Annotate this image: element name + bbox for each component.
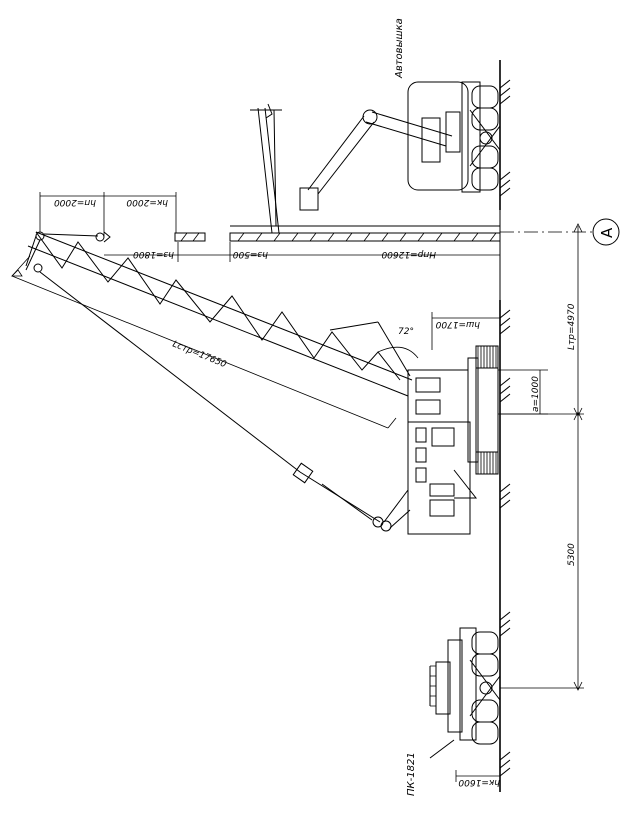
truck-label: Автовышка <box>394 18 405 79</box>
angle-label: 72° <box>398 327 414 337</box>
hk-top-label: hк=2000 <box>126 197 168 207</box>
axis-label: А <box>598 227 616 238</box>
hz-1800-label: hз=1800 <box>133 249 174 259</box>
lattice-boom <box>25 231 413 397</box>
axis-line <box>500 218 620 246</box>
clearance-dimensions <box>104 242 500 262</box>
aerial-platform-truck <box>299 81 501 211</box>
bottom-truck-label: ПК-1821 <box>406 752 417 796</box>
bottom-truck <box>429 627 501 759</box>
l-tr-label: Lтр=4970 <box>567 303 577 350</box>
bottom-hk-dimension <box>455 770 500 782</box>
a-dimension-label: a=1000 <box>531 376 541 412</box>
building-slab <box>174 225 501 242</box>
hz-500-label: hз=500 <box>233 249 268 259</box>
h-pr-label: Hпр=12600 <box>381 249 436 259</box>
hk-bottom-label: hк=1600 <box>458 777 500 787</box>
crawler-tracks <box>467 345 499 475</box>
span-dimensions <box>500 223 584 691</box>
span-5300-label: 5300 <box>567 543 577 566</box>
h-sh-label: hш=1700 <box>435 319 480 329</box>
ground-hatching <box>499 79 511 777</box>
crane-body <box>407 369 478 535</box>
top-height-dimensions <box>39 192 177 236</box>
boom-length-label: Lстр=17650 <box>171 340 228 371</box>
hp-top-label: hп=2000 <box>54 197 96 207</box>
building-column <box>250 103 282 234</box>
boom-length-dimension <box>11 255 397 429</box>
hinge-height-dimension <box>377 312 500 359</box>
boom-tip-rigging <box>25 231 411 532</box>
